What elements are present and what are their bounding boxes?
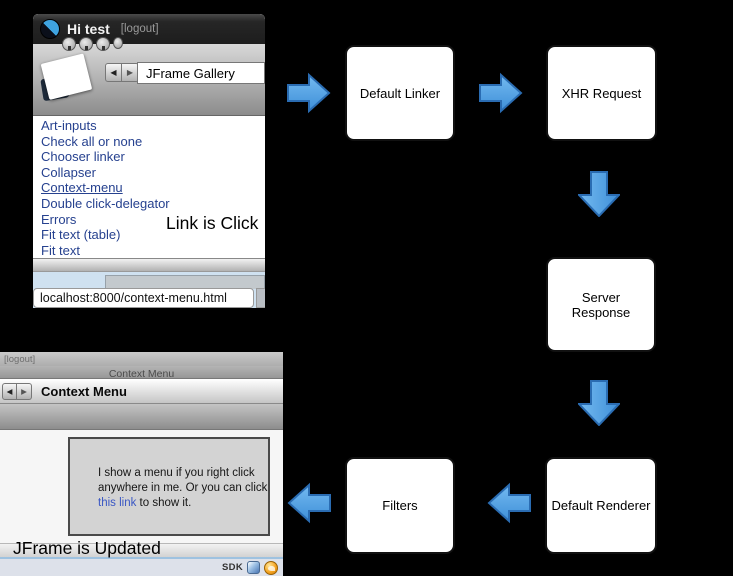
arrow-down-to-default-renderer-icon (578, 380, 620, 426)
annotation-link-clicked: Link is Click (166, 213, 259, 233)
flowbox-server-response: Server Response (546, 257, 656, 352)
flowbox-label: XHR Request (561, 85, 642, 101)
flowbox-xhr-request: XHR Request (546, 45, 657, 141)
annotation-jframe-updated: JFrame is Updated (13, 538, 161, 558)
flowbox-label: Default Renderer (551, 498, 651, 513)
browser-bottom-chrome: localhost:8000/context-menu.html (33, 272, 265, 308)
app-logo-icon (40, 19, 60, 39)
context-menu-navbar: ◀ ▶ Context Menu (0, 379, 283, 404)
arrow-right-to-xhr-request-icon (479, 72, 523, 114)
gallery-toolbar: ◀ ▶ JFrame Gallery (33, 37, 265, 116)
panel-text-line: anywhere in me. Or you can click (98, 482, 268, 494)
gallery-select[interactable]: JFrame Gallery (137, 62, 265, 84)
toolbar-peek-button[interactable] (62, 37, 76, 51)
gallery-link-list: Art-inputs Check all or none Chooser lin… (33, 117, 265, 258)
show-menu-link[interactable]: this link (98, 497, 137, 509)
history-nav-buttons: ◀ ▶ (105, 63, 139, 82)
gallery-link-double-click[interactable]: Double click-delegator (41, 195, 170, 211)
toolbar-peek-button[interactable] (96, 37, 110, 51)
back-button[interactable]: ◀ (2, 382, 17, 400)
browser-window-context-menu: [logout] Context Menu ◀ ▶ Context Menu I… (0, 352, 283, 576)
toolbar-peek-button[interactable] (113, 37, 123, 49)
gallery-link-fit-text-table[interactable]: Fit text (table) (41, 227, 121, 243)
flowbox-default-linker: Default Linker (345, 45, 455, 141)
status-url-stub (256, 288, 265, 308)
arrow-down-to-server-response-icon (578, 171, 620, 217)
flowbox-filters: Filters (345, 457, 455, 554)
context-menu-page: I show a menu if you right click anywher… (0, 430, 283, 543)
panel-text-line: I show a menu if you right click (98, 467, 255, 479)
toolbar-peek-button[interactable] (79, 37, 93, 51)
flowbox-label: Default Linker (359, 85, 441, 101)
forward-button[interactable]: ▶ (17, 382, 32, 400)
gallery-link-chooser-linker[interactable]: Chooser linker (41, 149, 125, 165)
window-top-strip: [logout] (0, 352, 283, 366)
gallery-link-errors[interactable]: Errors (41, 211, 77, 227)
dim-page-title: Context Menu (0, 366, 283, 379)
toolbar-gradient-strip (0, 404, 283, 430)
flowbox-label: Filters (382, 498, 418, 513)
logout-link[interactable]: [logout] (4, 354, 36, 365)
photos-stack-icon (33, 50, 102, 116)
flowbox-label: Server Response (571, 289, 631, 320)
window-title: Hi test (67, 21, 110, 37)
swirl-icon[interactable] (264, 560, 278, 575)
browser-status-bar: SDK (0, 557, 283, 576)
back-button[interactable]: ◀ (105, 63, 122, 82)
bottom-tab (105, 275, 265, 289)
panel-text: I show a menu if you right click anywher… (98, 466, 268, 511)
nav-title: Context Menu (41, 383, 127, 399)
browser-window-gallery: Hi test [logout] ◀ ▶ JFrame Gallery Art-… (33, 14, 265, 308)
gallery-link-fit-text[interactable]: Fit text (41, 242, 81, 258)
context-menu-panel[interactable]: I show a menu if you right click anywher… (68, 437, 270, 536)
gallery-link-check-all[interactable]: Check all or none (41, 133, 143, 149)
status-strip (0, 543, 283, 557)
flowbox-default-renderer: Default Renderer (545, 457, 657, 554)
gallery-link-art-inputs[interactable]: Art-inputs (41, 118, 97, 133)
sdk-label: SDK (222, 562, 243, 573)
panel-text-line: to show it. (136, 497, 192, 509)
status-url: localhost:8000/context-menu.html (33, 288, 254, 308)
gallery-link-context-menu[interactable]: Context-menu (41, 180, 123, 196)
arrow-left-to-filters-icon (487, 482, 531, 524)
arrow-right-to-default-linker-icon (287, 72, 331, 114)
horizontal-scrollbar[interactable] (33, 258, 265, 272)
logout-link[interactable]: [logout] (120, 23, 159, 35)
photos-icon[interactable] (247, 561, 260, 574)
gallery-link-collapser[interactable]: Collapser (41, 164, 96, 180)
arrow-left-to-jframe-icon (287, 482, 331, 524)
